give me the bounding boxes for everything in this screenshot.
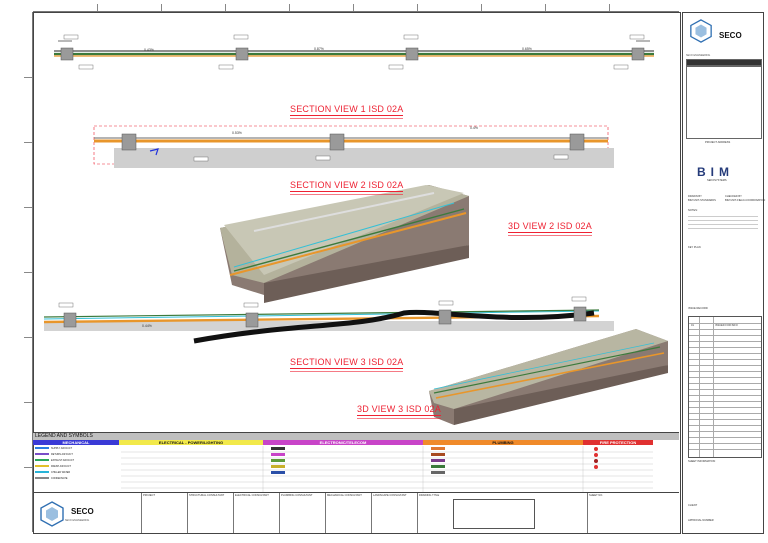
footer-company-name: SECO xyxy=(71,507,94,516)
slope-label-2a: 0.53% xyxy=(232,131,242,135)
titleblock-notes-lines xyxy=(688,213,758,243)
ruler-tick xyxy=(481,4,482,11)
drawing-frame xyxy=(33,12,681,534)
footer-titleblock: SECO SECO ENGINEERING PROJECT STRUCTURAL… xyxy=(33,492,679,533)
3d-view-2-title-text: 3D VIEW 2 ISD 02A xyxy=(508,221,592,231)
titleblock-project-box xyxy=(686,65,762,139)
legend-row-label: RETURN AIR DUCT xyxy=(51,453,73,456)
slope-label-2b: 0.4% xyxy=(470,126,478,130)
ruler-tick xyxy=(24,272,32,273)
footer-cell-project: PROJECT xyxy=(141,493,187,533)
ruler-tick xyxy=(225,4,226,11)
slope-label-1b: 0.87% xyxy=(314,47,324,51)
ruler-tick xyxy=(289,4,290,11)
top-ruler xyxy=(33,4,679,12)
footer-cell-structural: STRUCTURAL CONSULTANT xyxy=(187,493,233,533)
legend-row-label: CHILLED WATER xyxy=(51,471,71,474)
title-block: SECO SECO ENGINEERING PROJECT ADDRESS BI… xyxy=(682,12,766,534)
titleblock-approval: APPROVAL NUMBER xyxy=(688,519,714,522)
titleblock-field-b: CHECKED BY xyxy=(725,195,742,198)
3d-view-3-title-text: 3D VIEW 3 ISD 02A xyxy=(357,404,441,414)
legend-row-label: SUPPLY AIR DUCT xyxy=(51,447,73,450)
footer-cell-landscape: LANDSCAPE CONSULTANT xyxy=(371,493,417,533)
section-view-3-title: SECTION VIEW 3 ISD 02A xyxy=(290,357,404,372)
titleblock-field-d: BIM UNIT-FIELD-COORDINATION xyxy=(725,199,766,202)
3d-view-3-title: 3D VIEW 3 ISD 02A xyxy=(357,404,441,419)
footer-cell-plumbing: PLUMBING CONSULTANT xyxy=(279,493,325,533)
ruler-tick xyxy=(24,207,32,208)
titleblock-sheet-info: SHEET INFORMATION xyxy=(688,460,716,463)
footer-company-sub: SECO ENGINEERING xyxy=(65,519,90,522)
footer-cell-sheet-no: SHEET NO. xyxy=(587,493,679,533)
section-view-3-title-text: SECTION VIEW 3 ISD 02A xyxy=(290,357,404,367)
3d-view-2-drawing xyxy=(220,185,469,303)
section-view-1-title: SECTION VIEW 1 ISD 02A xyxy=(290,104,404,119)
legend-row: FRESH AIR DUCT xyxy=(35,465,119,469)
titleblock-header-bar xyxy=(686,59,762,67)
titleblock-bim-mark: BIM xyxy=(697,165,734,179)
section-view-2-title-text: SECTION VIEW 2 ISD 02A xyxy=(290,180,404,190)
drawing-area: 0.43% 0.87% 0.65% 0.53% 0.4% xyxy=(43,34,668,425)
section-view-2-title: SECTION VIEW 2 ISD 02A xyxy=(290,180,404,195)
left-ruler xyxy=(24,12,33,532)
ruler-tick xyxy=(24,337,32,338)
slope-label-3a: 0.44% xyxy=(142,324,152,328)
legend-row-label: EXHAUST AIR DUCT xyxy=(51,459,75,462)
ruler-tick xyxy=(545,4,546,11)
ruler-tick xyxy=(417,4,418,11)
titleblock-bim-sub: SEKOSYSTEMS xyxy=(707,179,727,182)
titleblock-company: SECO xyxy=(719,31,742,40)
3d-view-2-title: 3D VIEW 2 ISD 02A xyxy=(508,221,592,236)
issue-row-num: 01 xyxy=(691,324,694,327)
titleblock-company-sub: SECO ENGINEERING xyxy=(686,54,711,57)
footer-stamp-box xyxy=(453,499,535,529)
legend-row-label: FRESH AIR DUCT xyxy=(51,465,71,468)
titleblock-field-a: DRAWN BY xyxy=(688,195,702,198)
ruler-tick xyxy=(97,4,98,11)
legend-row: CONDENSATE xyxy=(35,477,119,481)
ruler-tick xyxy=(353,4,354,11)
titleblock-client: CLIENT xyxy=(688,504,698,507)
footer-cell-mechanical: MECHANICAL CONSULTANT xyxy=(325,493,371,533)
section-view-2-drawing xyxy=(93,125,614,168)
slope-label-1c: 0.65% xyxy=(522,47,532,51)
titleblock-key-plan: KEY PLAN xyxy=(688,246,701,249)
titleblock-field-c: BIM UNIT-STANDARDS xyxy=(688,199,716,202)
titleblock-logo-icon xyxy=(690,19,712,43)
legend-symbol-grid xyxy=(121,446,653,492)
legend-cat-plumbing: PLUMBING xyxy=(423,440,583,445)
legend-and-symbols: LEGEND AND SYMBOLS MECHANICAL ELECTRICAL… xyxy=(33,432,679,493)
legend-row-label: CONDENSATE xyxy=(51,477,68,480)
section-view-1-drawing xyxy=(54,34,654,70)
ruler-tick xyxy=(24,77,32,78)
titleblock-notes-label: NOTES: xyxy=(688,209,698,212)
titleblock-issue-table: 01 ISSUED FOR INFO xyxy=(688,316,762,458)
ruler-tick xyxy=(24,142,32,143)
seco-logo-icon xyxy=(40,501,64,527)
slope-label-1a: 0.43% xyxy=(144,48,154,52)
legend-cat-electrical: ELECTRICAL - POWER/LIGHTING xyxy=(119,440,263,445)
titleblock-issue-record: ISSUE RECORD xyxy=(688,307,708,310)
section-view-1-title-text: SECTION VIEW 1 ISD 02A xyxy=(290,104,404,114)
legend-row: CHILLED WATER xyxy=(35,471,119,475)
ruler-tick xyxy=(24,402,32,403)
legend-row: RETURN AIR DUCT xyxy=(35,453,119,457)
section-view-3-drawing xyxy=(43,296,614,344)
ruler-tick xyxy=(161,4,162,11)
footer-cell-electrical: ELECTRICAL CONSULTANT xyxy=(233,493,279,533)
footer-cell-drawing-title: DRAWING TITLE xyxy=(417,493,587,533)
legend-row: SUPPLY AIR DUCT xyxy=(35,447,119,451)
3d-view-3-drawing xyxy=(429,329,668,425)
legend-cat-mechanical: MECHANICAL xyxy=(33,440,119,445)
legend-cat-fire: FIRE PROTECTION xyxy=(583,440,653,445)
legend-row: EXHAUST AIR DUCT xyxy=(35,459,119,463)
ruler-tick xyxy=(609,4,610,11)
titleblock-project-label: PROJECT ADDRESS xyxy=(705,141,731,144)
legend-title: LEGEND AND SYMBOLS xyxy=(33,433,679,440)
issue-row-desc: ISSUED FOR INFO xyxy=(715,324,738,327)
ruler-tick xyxy=(24,467,32,468)
legend-cat-electronic: ELECTRONIC/TELECOM xyxy=(263,440,423,445)
